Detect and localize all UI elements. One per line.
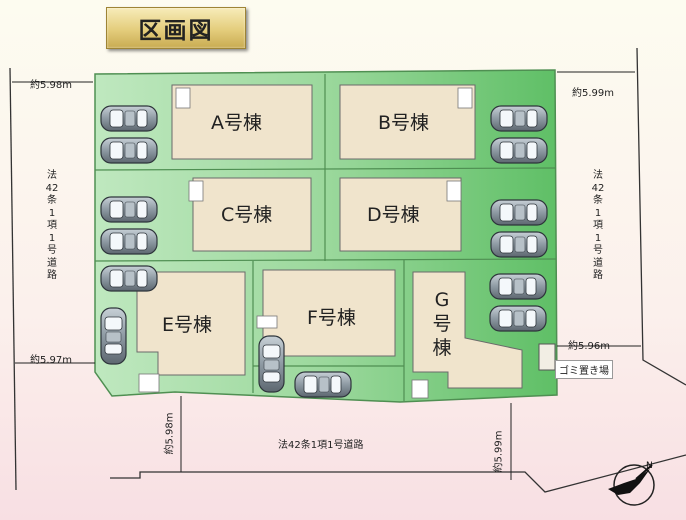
page-title: 区画図 — [106, 7, 246, 49]
dim-south-left: 約5.98m — [164, 412, 176, 455]
west-road-edge-outer — [9, 67, 17, 491]
unit-a-label: A号棟 — [211, 112, 262, 134]
road-label-west: 法42条1項1号道路 — [45, 170, 59, 281]
east-road-edge-outer — [636, 47, 686, 386]
dim-east-mid: 約5.96m — [568, 341, 611, 352]
dim-nw-top: 約5.98m — [30, 80, 73, 91]
garbage-label: ゴミ置き場 — [555, 360, 613, 379]
south-road-edge — [110, 454, 686, 493]
unit-c-label: C号棟 — [221, 204, 273, 226]
dim-ne-top: 約5.99m — [572, 88, 615, 99]
unit-f-label: F号棟 — [307, 307, 356, 329]
unit-d-label: D号棟 — [367, 204, 420, 226]
houses — [136, 84, 523, 389]
north-arrow-icon: N — [608, 461, 655, 506]
unit-b-label: B号棟 — [378, 112, 430, 134]
road-label-south: 法42条1項1号道路 — [278, 440, 364, 451]
unit-g-label: G号棟 — [432, 289, 452, 359]
dimension-lines — [12, 71, 641, 480]
dim-south-right: 約5.99m — [493, 430, 505, 473]
unit-e-label: E号棟 — [162, 314, 213, 336]
garbage-station — [538, 343, 556, 371]
svg-text:N: N — [646, 461, 653, 471]
dim-west-mid: 約5.97m — [30, 355, 73, 366]
lot-boundaries — [94, 74, 557, 401]
porches — [138, 87, 473, 399]
road-label-east: 法42条1項1号道路 — [591, 170, 605, 281]
